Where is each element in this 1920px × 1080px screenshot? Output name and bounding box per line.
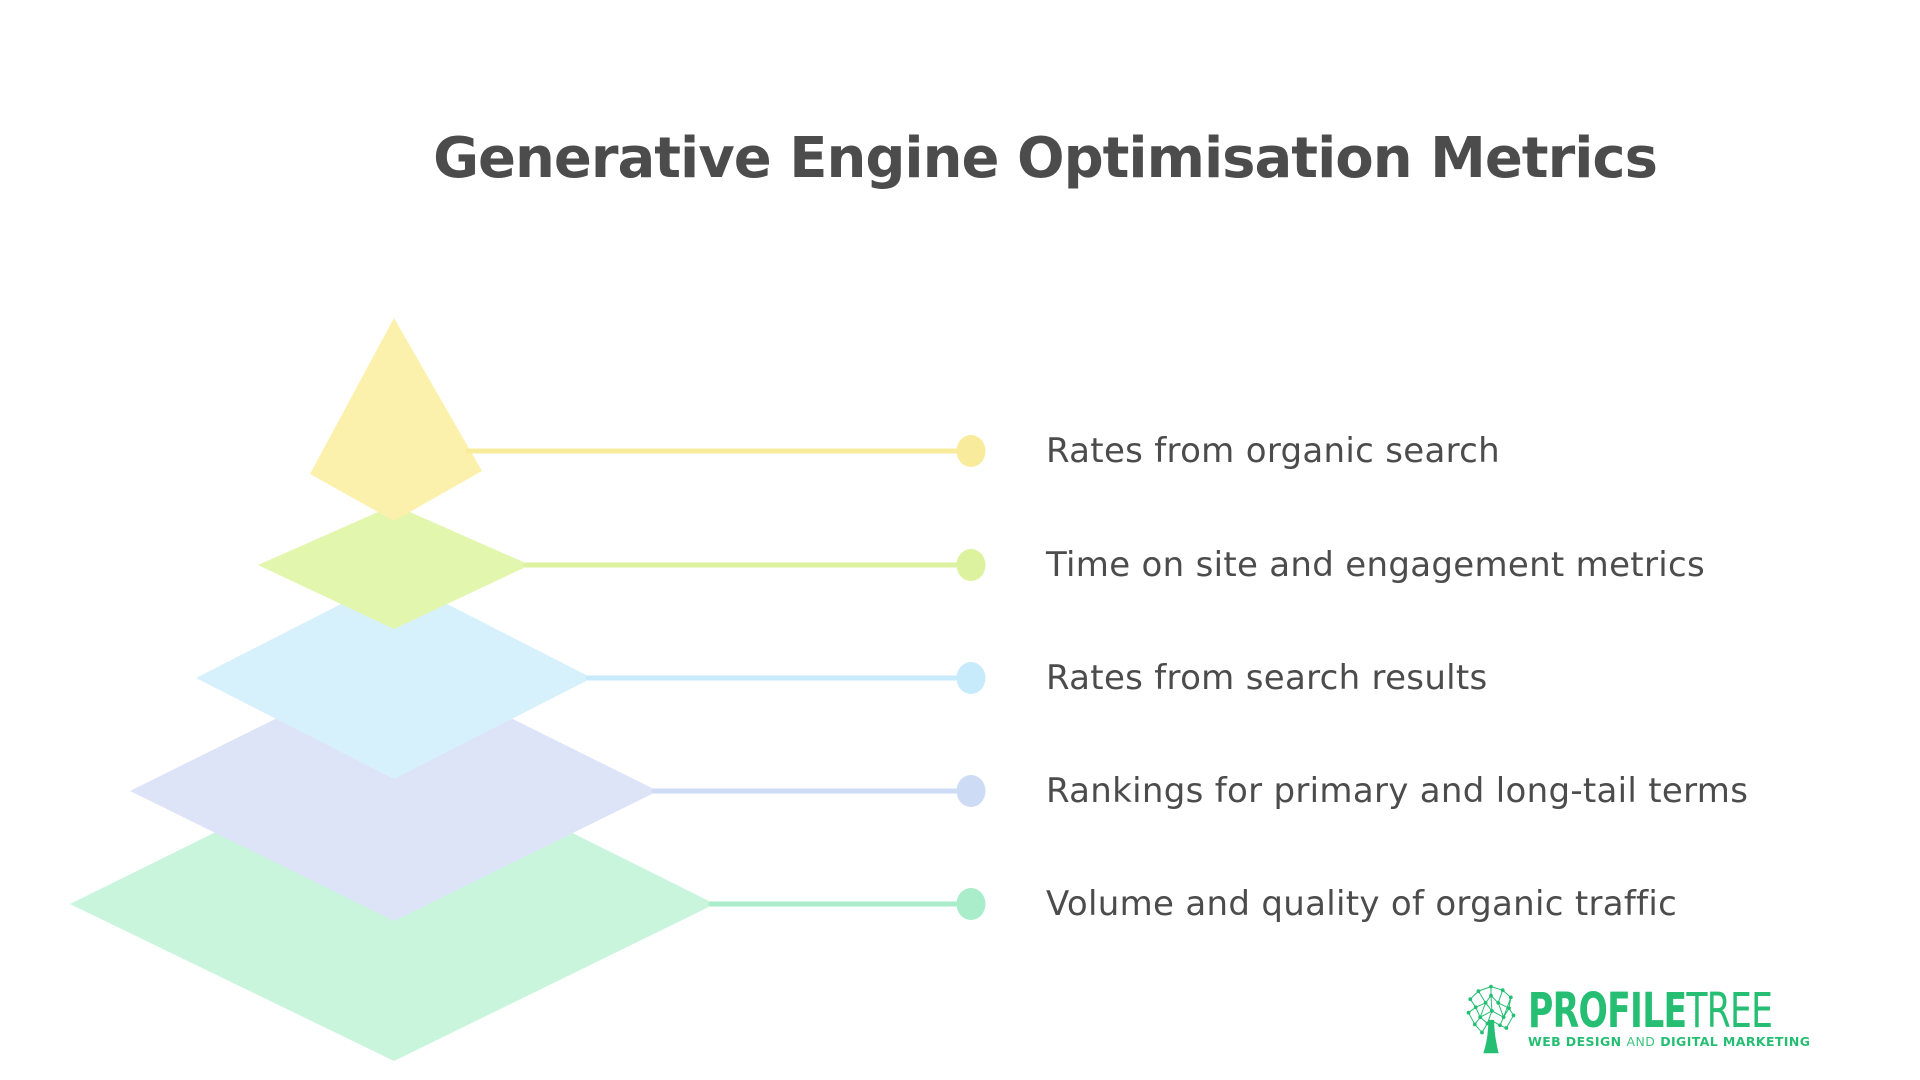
connector-dot-2 — [956, 549, 986, 581]
logo-tagline: WEB DESIGN AND DIGITAL MARKETING — [1528, 1035, 1867, 1049]
pyramid-layer-1 — [310, 318, 482, 521]
pyramid-layer-3 — [196, 577, 592, 779]
page-title: Generative Engine Optimisation Metrics — [433, 126, 1658, 191]
logo-text: PROFILE TREE WEB DESIGN AND DIGITAL MARK… — [1528, 983, 1867, 1049]
connector-dot-3 — [956, 662, 986, 694]
pyramid-layer-2 — [258, 505, 530, 629]
logo-name-profile: PROFILE — [1528, 983, 1687, 1039]
logo-name-tree: TREE — [1686, 983, 1773, 1039]
connector-dot-1 — [956, 435, 986, 467]
profiletree-logo: PROFILE TREE WEB DESIGN AND DIGITAL MARK… — [1464, 982, 1867, 1056]
tagline-and: AND — [1626, 1034, 1656, 1049]
tagline-web-design: WEB DESIGN — [1528, 1034, 1622, 1049]
logo-wordmark: PROFILE TREE — [1528, 983, 1773, 1039]
pyramid-layer-4 — [130, 660, 658, 921]
connector-dot-4 — [956, 775, 986, 807]
tree-network-icon — [1466, 984, 1516, 1054]
tagline-digital-marketing: DIGITAL MARKETING — [1660, 1034, 1811, 1049]
connector-dot-5 — [956, 888, 986, 920]
